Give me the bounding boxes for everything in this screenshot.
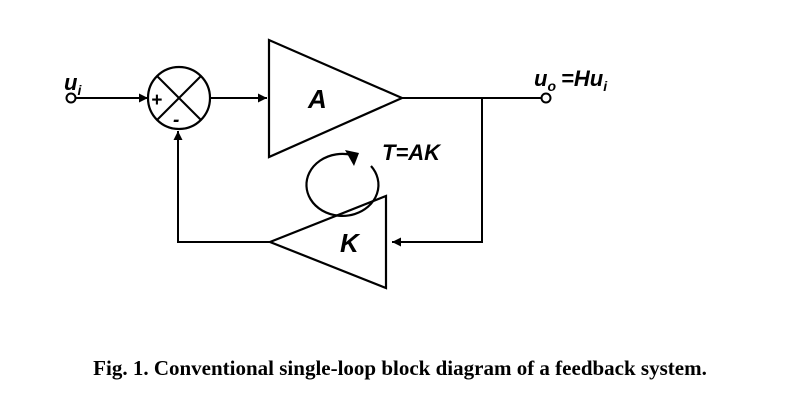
output-label: uo=Hui bbox=[534, 66, 608, 94]
feedback-signal-line bbox=[173, 131, 270, 243]
output-terminal bbox=[540, 92, 552, 104]
summer-plus-sign: + bbox=[151, 90, 162, 111]
feedback-gain-label: K bbox=[340, 228, 361, 258]
loop-gain-arrow-icon bbox=[305, 150, 380, 217]
loop-gain-label: T=AK bbox=[382, 140, 442, 165]
figure-caption: Fig. 1. Conventional single-loop block d… bbox=[93, 356, 707, 380]
feedback-return-line bbox=[392, 98, 483, 247]
feedback-amplifier-triangle bbox=[267, 194, 388, 290]
forward-gain-label: A bbox=[307, 84, 327, 114]
summer-minus-sign: - bbox=[173, 110, 179, 131]
input-terminal bbox=[65, 92, 77, 104]
forward-amplifier-triangle bbox=[267, 38, 405, 159]
input-label: ui bbox=[64, 70, 82, 98]
